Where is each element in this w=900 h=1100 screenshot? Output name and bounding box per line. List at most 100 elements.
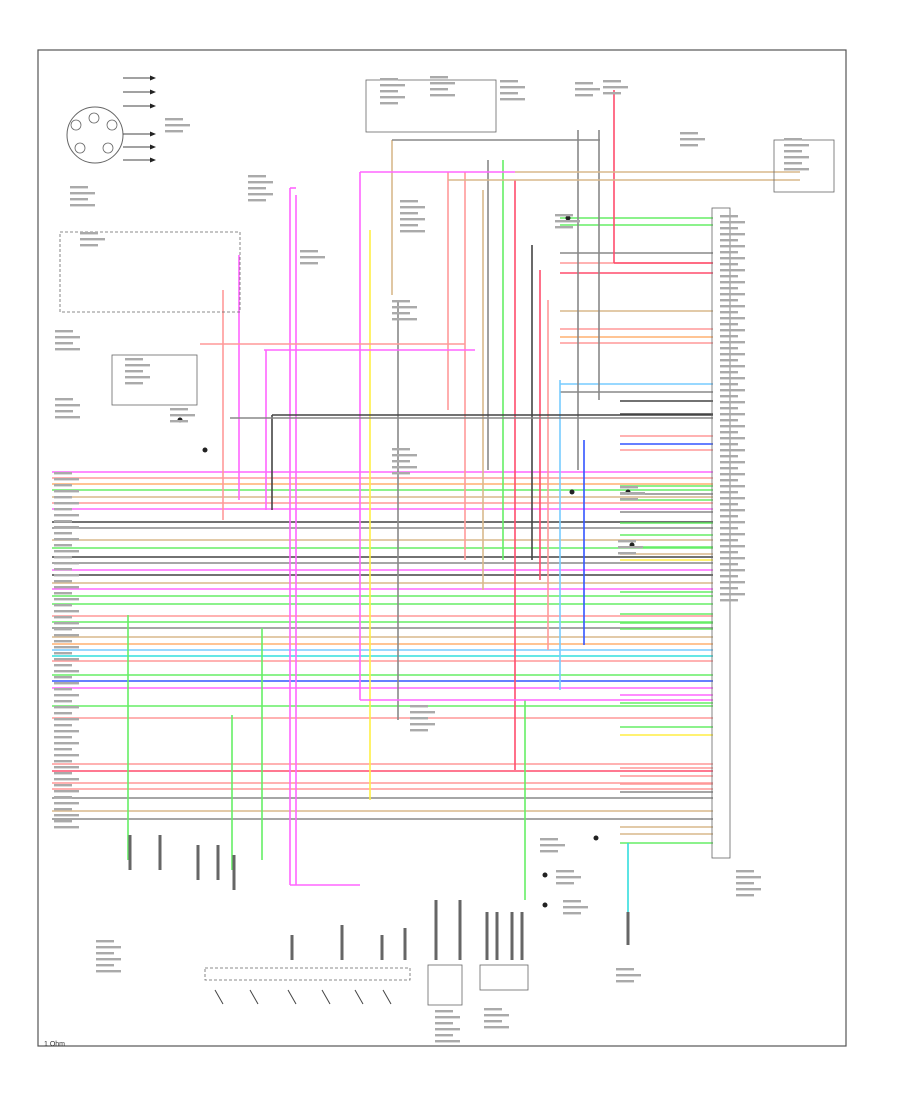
component-group	[54, 75, 835, 1043]
label-block	[618, 546, 643, 549]
label-block	[540, 850, 558, 853]
label-block	[55, 410, 73, 413]
label-block	[70, 192, 95, 195]
label-block	[96, 970, 121, 973]
label-block	[720, 497, 745, 500]
ignition-relay-box	[365, 79, 497, 133]
label-block	[720, 365, 745, 368]
connector-pin	[434, 900, 438, 960]
label-block	[720, 479, 738, 482]
label-block	[784, 162, 802, 165]
terminal-icon	[74, 142, 86, 154]
instrument-cluster-box	[111, 354, 198, 406]
label-block	[54, 574, 79, 577]
label-block	[54, 706, 79, 709]
label-block	[54, 502, 79, 505]
label-block	[96, 940, 114, 943]
label-block	[720, 449, 745, 452]
label-block	[54, 712, 72, 715]
connector-pin	[216, 845, 220, 880]
label-block	[620, 486, 638, 489]
label-block	[720, 467, 738, 470]
label-block	[556, 882, 574, 885]
label-block	[55, 416, 80, 419]
label-block	[54, 622, 79, 625]
label-block	[54, 736, 72, 739]
label-block	[70, 186, 88, 189]
label-block	[616, 974, 641, 977]
label-block	[720, 287, 738, 290]
distributor-icon	[66, 106, 124, 164]
label-block	[618, 540, 636, 543]
label-block	[248, 181, 273, 184]
label-block	[300, 262, 318, 265]
label-block	[720, 377, 745, 380]
label-block	[54, 724, 72, 727]
label-block	[54, 658, 79, 661]
ground-symbol	[542, 872, 548, 878]
label-block	[720, 263, 738, 266]
connector-pin	[458, 900, 462, 960]
label-block	[54, 616, 72, 619]
label-block	[380, 96, 405, 99]
terminal-icon	[106, 119, 118, 131]
label-block	[720, 407, 738, 410]
label-block	[720, 455, 738, 458]
label-block	[435, 1016, 460, 1019]
label-block	[720, 281, 745, 284]
label-block	[616, 980, 634, 983]
label-block	[563, 906, 588, 909]
label-block	[54, 514, 79, 517]
label-block	[720, 299, 738, 302]
label-block	[380, 84, 405, 87]
label-block	[54, 538, 79, 541]
label-block	[54, 790, 79, 793]
label-block	[165, 130, 183, 133]
ground-symbol	[565, 215, 571, 221]
connector-pin	[290, 935, 294, 960]
connector-pin	[520, 912, 524, 960]
label-block	[400, 206, 425, 209]
label-block	[54, 580, 72, 583]
terminal-icon	[88, 112, 100, 124]
label-block	[736, 870, 754, 873]
ground-symbol	[569, 489, 575, 495]
label-block	[54, 730, 79, 733]
label-block	[96, 958, 121, 961]
label-block	[720, 335, 738, 338]
label-block	[720, 509, 745, 512]
label-block	[680, 144, 698, 147]
label-block	[680, 138, 705, 141]
label-block	[54, 772, 72, 775]
label-block	[54, 676, 72, 679]
label-block	[80, 244, 98, 247]
label-block	[248, 199, 266, 202]
label-block	[720, 533, 745, 536]
label-block	[54, 742, 79, 745]
label-block	[54, 592, 72, 595]
label-block	[720, 443, 738, 446]
label-block	[54, 556, 72, 559]
label-block	[392, 306, 417, 309]
label-block	[720, 527, 738, 530]
label-block	[620, 492, 645, 495]
label-block	[54, 646, 79, 649]
label-block	[55, 330, 73, 333]
label-block	[430, 94, 455, 97]
arrow-icon	[150, 157, 156, 163]
connector-pin	[128, 835, 132, 870]
label-block	[720, 251, 738, 254]
label-block	[720, 587, 738, 590]
label-block	[720, 539, 738, 542]
label-block	[54, 544, 72, 547]
connector-pin	[158, 835, 162, 870]
label-block	[616, 968, 634, 971]
label-block	[720, 521, 745, 524]
label-block	[575, 94, 593, 97]
label-block	[618, 552, 636, 555]
label-block	[720, 245, 745, 248]
label-block	[784, 150, 802, 153]
label-block	[430, 76, 448, 79]
label-block	[430, 82, 455, 85]
